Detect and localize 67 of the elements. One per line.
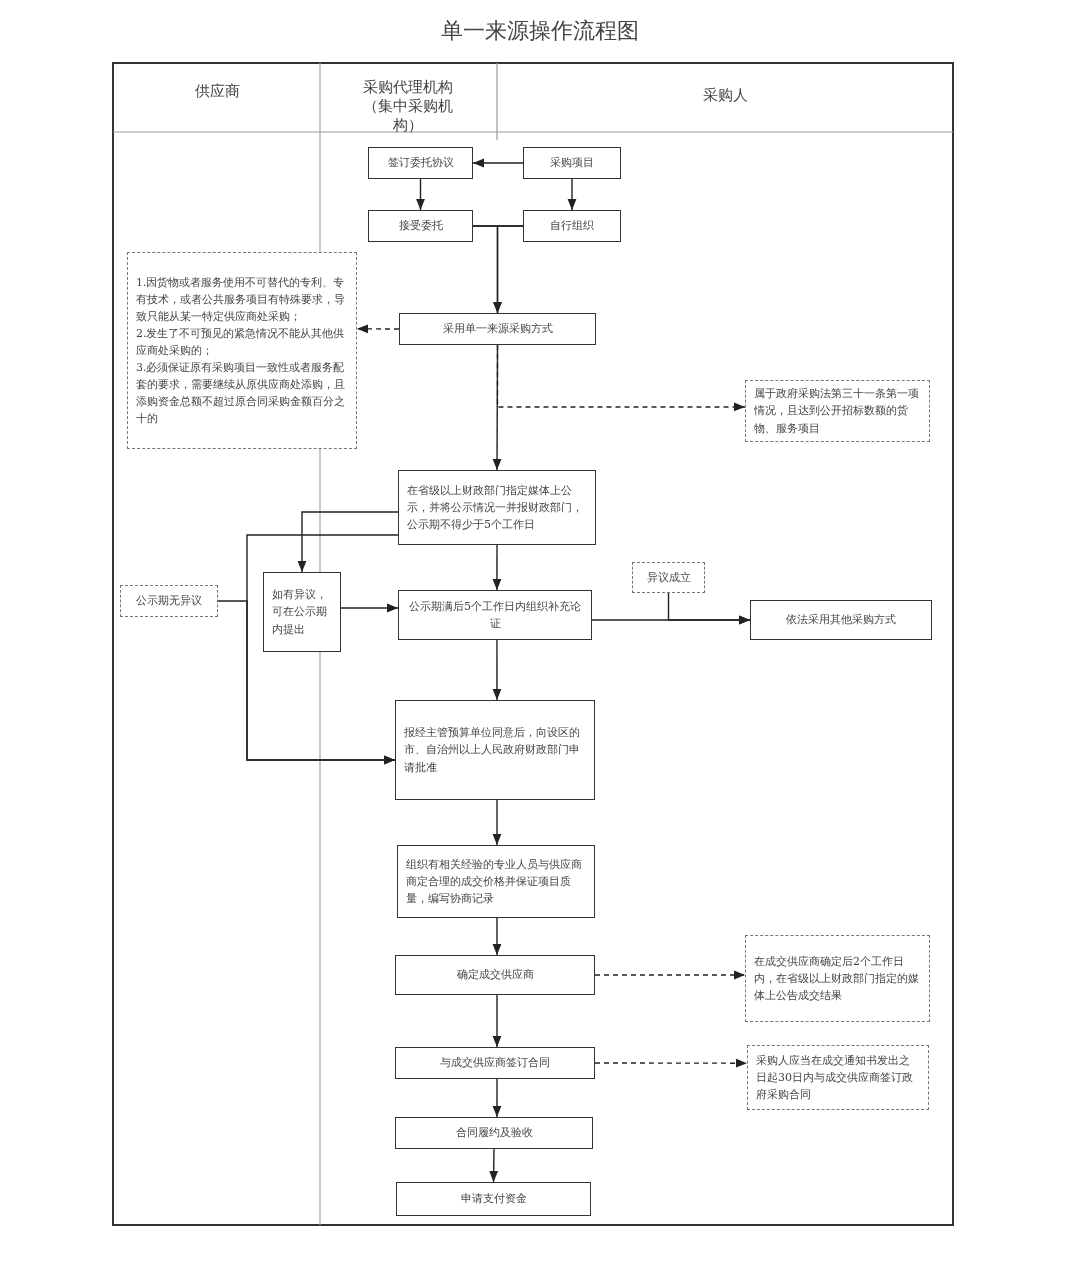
arrow (493, 225, 524, 314)
arrow (297, 511, 399, 573)
arrow (567, 178, 577, 211)
process-box (395, 700, 595, 800)
arrow (594, 1058, 748, 1068)
arrow (492, 917, 502, 956)
note-box (747, 1045, 929, 1110)
process-box (523, 210, 621, 242)
step-text: 如有异议，可在公示期内提出 (272, 587, 328, 638)
lane-header: 采购人 (701, 86, 749, 105)
arrow (340, 603, 399, 613)
step-text: 采用单一来源采购方式 (442, 321, 553, 338)
note-text: 2.发生了不可预见的紧急情况不能从其他供应商处采购的； (136, 325, 346, 359)
note-text: 在成交供应商确定后2个工作日内，在省级以上财政部门指定的媒体上公告成交结果 (754, 953, 920, 1004)
arrow (416, 178, 425, 211)
note-text: 1.因货物或者服务使用不可替代的专利、专有技术，或者公共服务项目有特殊要求，导致只能从某一特定供应商处采购； (136, 274, 346, 325)
process-box (523, 147, 621, 179)
arrow (492, 799, 502, 846)
process-box (398, 590, 592, 640)
step-text: 接受委托 (398, 218, 443, 235)
arrow (489, 1148, 499, 1183)
note-text: 属于政府采购法第三十一条第一项情况，且达到公开招标数额的货物、服务项目 (754, 386, 920, 437)
step-text: 组织有相关经验的专业人员与供应商商定合理的成交价格并保证项目质量，编写协商记录 (406, 856, 583, 907)
arrow (492, 994, 502, 1048)
note-text: 公示期无异议 (136, 593, 202, 610)
process-box (368, 210, 473, 242)
process-box (395, 1047, 595, 1079)
arrow (492, 639, 502, 701)
note-box (632, 562, 705, 593)
arrow (492, 1078, 502, 1118)
arrow (492, 544, 502, 591)
step-text: 自行组织 (550, 218, 594, 235)
process-box (396, 1182, 591, 1216)
step-text: 确定成交供应商 (456, 967, 534, 984)
arrow (667, 592, 751, 625)
arrow (492, 344, 502, 471)
arrow (594, 970, 746, 980)
arrow (356, 324, 400, 334)
step-text: 申请支付资金 (460, 1191, 527, 1208)
process-box (399, 313, 596, 345)
step-text: 合同履约及验收 (455, 1125, 533, 1142)
lane-header: 供应商 (194, 82, 241, 101)
process-box (397, 845, 595, 918)
note-text: 采购人应当在成交通知书发出之日起30日内与成交供应商签订政府采购合同 (756, 1052, 914, 1103)
step-text: 报经主管预算单位同意后，向设区的市、自治州以上人民政府财政部门申请批准 (404, 725, 581, 776)
step-text: 签订委托协议 (387, 155, 454, 172)
process-box (263, 572, 341, 652)
step-text: 依法采用其他采购方式 (786, 612, 896, 629)
process-box (398, 470, 596, 545)
note-text: 3.必须保证原有采购项目一致性或者服务配套的要求，需要继续从原供应商处添购，且添购资金总额不超过原合同采购金额百分之十的 (136, 360, 346, 428)
step-text: 公示期满后5个工作日内组织补充论证 (408, 598, 582, 632)
note-box (120, 585, 218, 617)
step-text: 与成交供应商签订合同 (440, 1055, 550, 1072)
note-box (127, 252, 357, 449)
step-text: 在省级以上财政部门指定媒体上公示，并将公示情况一并报财政部门，公示期不得少于5个工作日 (407, 482, 584, 533)
diagram-title: 单一来源操作流程图 (440, 17, 640, 45)
note-box (745, 380, 930, 442)
process-box (750, 600, 932, 640)
note-box (745, 935, 930, 1022)
lane-header: 采购代理机构（集中采购机构） (362, 78, 454, 135)
process-box (368, 147, 473, 179)
step-text: 采购项目 (550, 155, 594, 172)
process-box (395, 955, 595, 995)
note-text: 异议成立 (646, 569, 691, 586)
arrow (472, 158, 524, 168)
process-box (395, 1117, 593, 1149)
arrow (217, 600, 396, 765)
